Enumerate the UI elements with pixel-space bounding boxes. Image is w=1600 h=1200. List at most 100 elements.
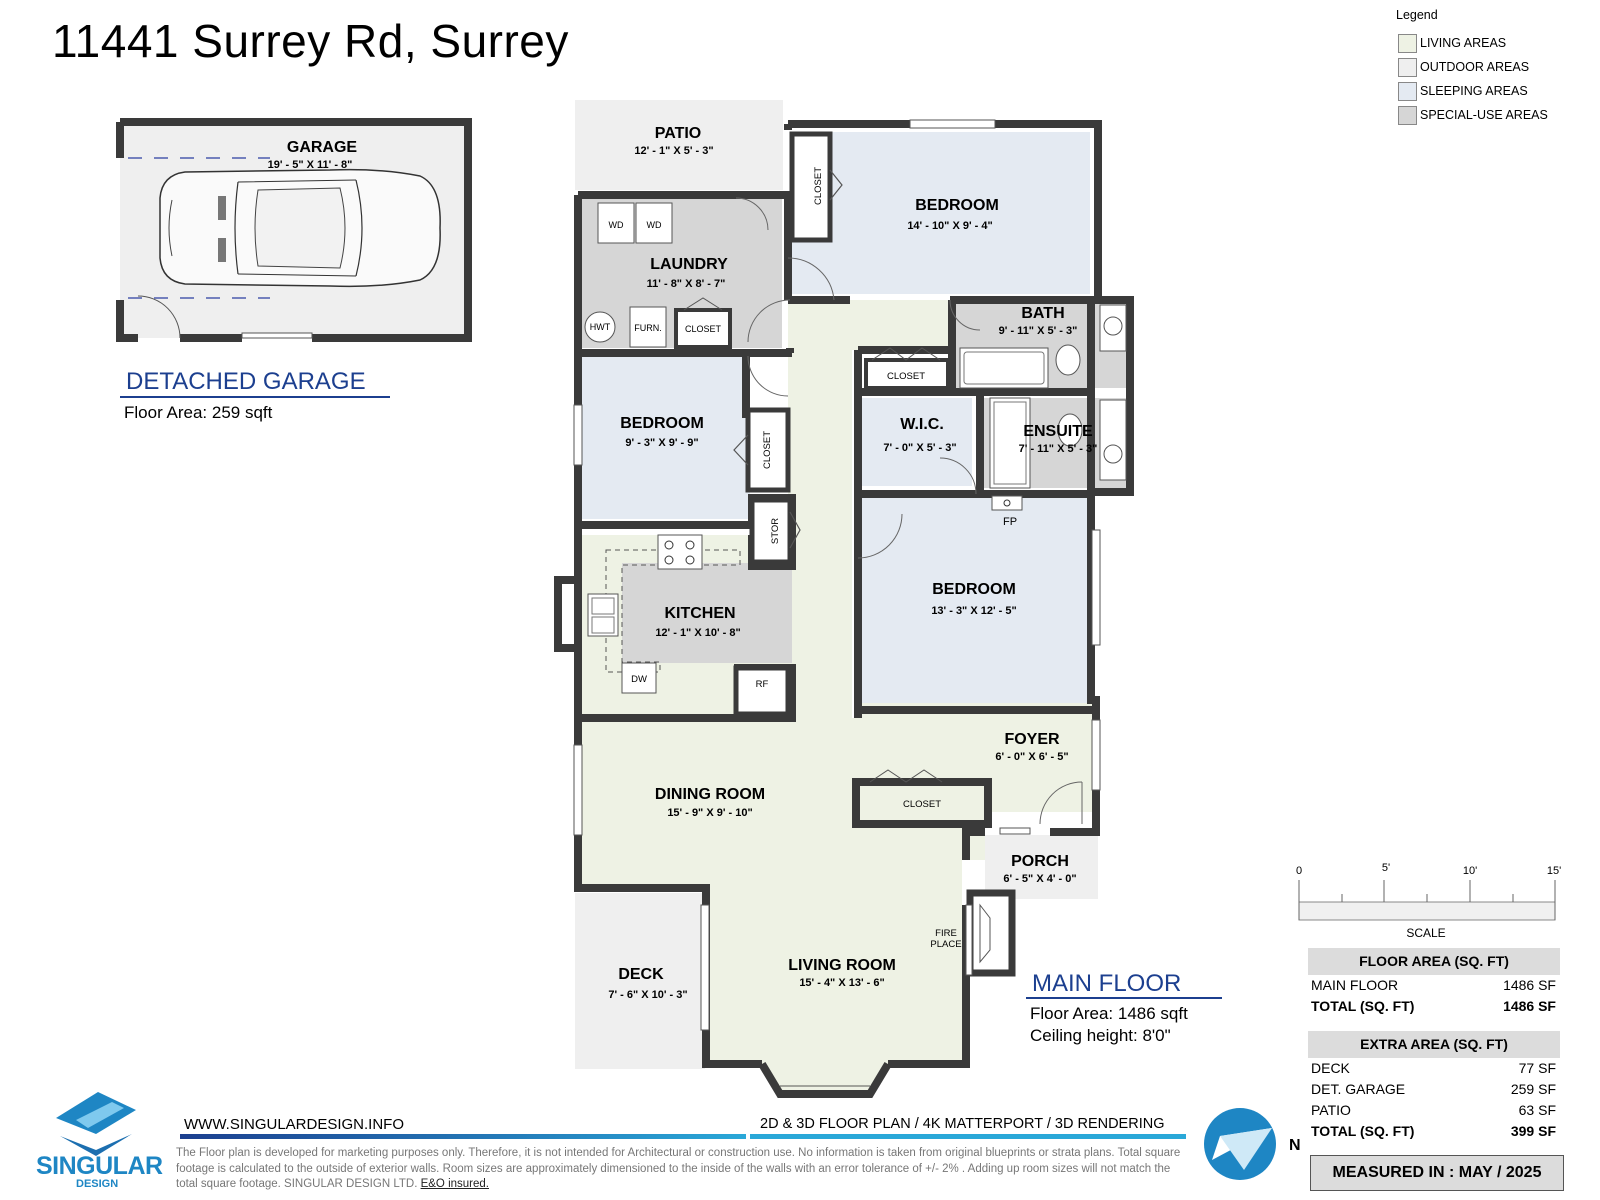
row-value: 1486 SF: [1503, 998, 1556, 1014]
room-name-laundry: LAUNDRY: [650, 256, 728, 273]
divider: [1026, 997, 1222, 999]
table-row: TOTAL (SQ. FT) 1486 SF: [1308, 996, 1560, 1017]
room-dims-garage: 19' - 5" X 11' - 8": [268, 159, 353, 171]
scale-tick-5: 5': [1382, 862, 1390, 874]
scale-tick-10: 10': [1463, 865, 1477, 877]
closet-foyer: CLOSET: [869, 769, 943, 810]
main-floor-ceiling: Ceiling height: 8'0": [1030, 1026, 1171, 1045]
table-row: TOTAL (SQ. FT) 399 SF: [1308, 1121, 1560, 1142]
room-dims-deck: 7' - 6" X 10' - 3": [608, 989, 687, 1001]
room-name-deck: DECK: [618, 966, 664, 983]
room-name-kitchen: KITCHEN: [664, 605, 735, 622]
logo-name: SINGULAR: [36, 1152, 163, 1180]
table-row: DECK 77 SF: [1308, 1058, 1560, 1079]
room-dims-bath: 9' - 11" X 5' - 3": [999, 325, 1078, 337]
room-dims-ensuite: 7' - 11" X 5' - 3": [1019, 443, 1098, 455]
room-name-bedroom3: BEDROOM: [932, 581, 1016, 598]
row-label: TOTAL (SQ. FT): [1311, 998, 1415, 1014]
kitchen-fixtures: DW RF: [587, 534, 770, 694]
scale-label: SCALE: [1406, 926, 1445, 940]
hwt-label: HWT: [590, 322, 611, 332]
room-name-wic: W.I.C.: [900, 416, 944, 433]
room-dims-kitchen: 12' - 1" X 10' - 8": [655, 627, 740, 639]
compass-icon: N: [1204, 1108, 1301, 1180]
garage-floor-area: Floor Area: 259 sqft: [124, 403, 273, 422]
room-dims-wic: 7' - 0" X 5' - 3": [883, 442, 956, 454]
room-name-garage: GARAGE: [287, 139, 358, 156]
garage-plan: GARAGE 19' - 5" X 11' - 8": [116, 118, 472, 342]
scale-tick-0: 0: [1296, 865, 1302, 877]
room-dims-laundry: 11' - 8" X 8' - 7": [647, 278, 726, 290]
room-name-bedroom1: BEDROOM: [915, 197, 999, 214]
laundry-fixtures: WD WD HWT FURN. CLOSET: [584, 197, 769, 349]
logo-icon: [56, 1092, 136, 1156]
scale-bar: 0 5' 10' 15' SCALE: [1296, 862, 1561, 940]
room-name-dining: DINING ROOM: [655, 786, 765, 803]
closet-bedroom1: CLOSET: [789, 131, 843, 243]
legend-label: SLEEPING AREAS: [1420, 84, 1528, 98]
room-dims-bedroom3: 13' - 3" X 12' - 5": [931, 605, 1016, 617]
room-dims-patio: 12' - 1" X 5' - 3": [634, 145, 713, 157]
room-dims-living: 15' - 4" X 13' - 6": [799, 977, 884, 989]
main-floor-heading: MAIN FLOOR: [1032, 970, 1182, 997]
dishwasher-label: DW: [631, 674, 647, 685]
room-dims-porch: 6' - 5" X 4' - 0": [1003, 873, 1076, 885]
closet-label: CLOSET: [762, 431, 773, 469]
room-labels: PATIO 12' - 1" X 5' - 3" BEDROOM 14' - 1…: [608, 125, 1097, 1001]
row-label: MAIN FLOOR: [1311, 977, 1399, 993]
services-text: 2D & 3D FLOOR PLAN / 4K MATTERPORT / 3D …: [760, 1116, 1165, 1132]
room-name-ensuite: ENSUITE: [1023, 423, 1093, 440]
disclaimer-text: The Floor plan is developed for marketin…: [176, 1147, 1181, 1190]
room-name-foyer: FOYER: [1004, 731, 1060, 748]
car-icon: [159, 168, 441, 288]
legend-swatch: [1398, 58, 1417, 77]
detached-garage-heading: DETACHED GARAGE: [126, 368, 366, 395]
page-title: 11441 Surrey Rd, Surrey: [52, 15, 569, 67]
room-name-living: LIVING ROOM: [788, 957, 896, 974]
logo-sub: DESIGN: [76, 1178, 119, 1190]
row-value: 399 SF: [1510, 1123, 1556, 1139]
fp-label: FP: [1003, 516, 1017, 528]
row-label: PATIO: [1311, 1102, 1351, 1118]
furnace-label: FURN.: [634, 323, 662, 333]
fireplace-icon: FIRE PLACE: [930, 889, 1016, 977]
legend-label: OUTDOOR AREAS: [1420, 60, 1530, 74]
footer-bar-right: [750, 1134, 1186, 1139]
legend-swatch: [1398, 82, 1417, 101]
eo-insured-text: E&O insured.: [420, 1178, 489, 1190]
website-link[interactable]: WWW.SINGULARDESIGN.INFO: [184, 1116, 405, 1133]
table-row: PATIO 63 SF: [1308, 1100, 1560, 1121]
compass-label: N: [1289, 1137, 1301, 1154]
row-value: 63 SF: [1518, 1102, 1556, 1118]
row-label: DECK: [1311, 1060, 1350, 1076]
room-name-bedroom2: BEDROOM: [620, 415, 704, 432]
closet-label: CLOSET: [903, 799, 941, 810]
closet-bedroom2: CLOSET STOR: [733, 407, 801, 565]
dryer-label: WD: [647, 220, 662, 230]
footer-bar-left: [180, 1134, 746, 1139]
legend-label: SPECIAL-USE AREAS: [1420, 108, 1548, 122]
legend-swatch: [1398, 34, 1417, 53]
row-value: 77 SF: [1518, 1060, 1556, 1076]
storage-label: STOR: [770, 518, 781, 544]
closet-label: CLOSET: [685, 324, 722, 334]
closet-label: CLOSET: [887, 371, 925, 382]
row-label: DET. GARAGE: [1311, 1081, 1406, 1097]
room-dims-bedroom2: 9' - 3" X 9' - 9": [625, 437, 698, 449]
main-floor-fills: [575, 100, 1129, 1092]
fridge-label: RF: [756, 679, 769, 690]
room-dims-bedroom1: 14' - 10" X 9' - 4": [907, 220, 992, 232]
table-header: FLOOR AREA (SQ. FT): [1308, 948, 1560, 975]
scale-tick-15: 15': [1547, 865, 1561, 877]
main-floor-area: Floor Area: 1486 sqft: [1030, 1004, 1188, 1023]
legend-title: Legend: [1396, 8, 1438, 22]
legend-label: LIVING AREAS: [1420, 36, 1507, 50]
fireplace-label-1: FIRE: [935, 928, 957, 939]
disclaimer: The Floor plan is developed for marketin…: [176, 1146, 1186, 1193]
row-label: TOTAL (SQ. FT): [1311, 1123, 1415, 1139]
